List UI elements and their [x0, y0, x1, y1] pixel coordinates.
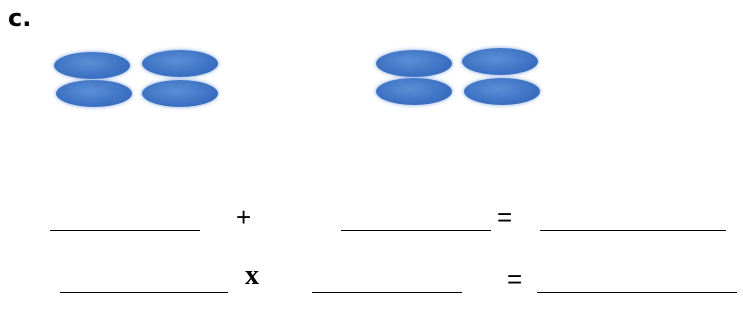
addition-blank-1[interactable] — [50, 230, 200, 231]
blue-dot — [56, 80, 132, 107]
times-sign: x — [245, 260, 259, 291]
blue-dot — [376, 50, 452, 77]
dot-group-1 — [50, 46, 226, 107]
blue-dot — [54, 52, 130, 79]
addition-answer-blank[interactable] — [540, 230, 726, 231]
blue-dot — [142, 50, 218, 77]
addition-blank-2[interactable] — [341, 230, 491, 231]
dot-group-2 — [370, 44, 546, 105]
blue-dot — [376, 78, 452, 105]
multiplication-blank-1[interactable] — [60, 292, 228, 293]
multiplication-answer-blank[interactable] — [537, 292, 737, 293]
blue-dot — [464, 78, 540, 105]
plus-sign: + — [236, 202, 252, 232]
question-label: c. — [8, 4, 32, 32]
blue-dot — [462, 48, 538, 75]
equals-sign: = — [507, 264, 523, 294]
equals-sign: = — [497, 202, 513, 232]
multiplication-blank-2[interactable] — [312, 292, 462, 293]
blue-dot — [142, 80, 218, 107]
